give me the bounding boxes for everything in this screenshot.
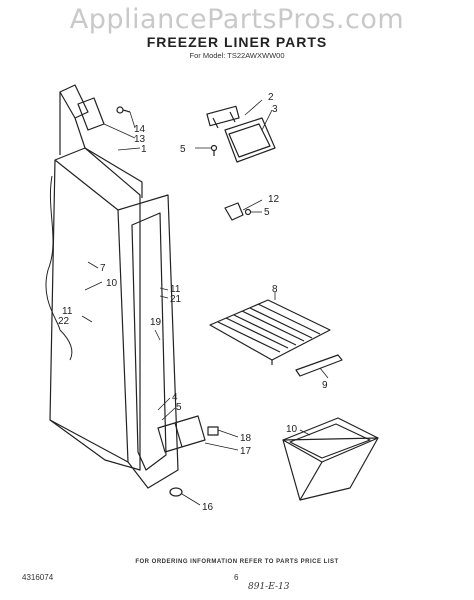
- callout-1: 1: [141, 144, 147, 155]
- callout-5-low: 5: [176, 402, 182, 413]
- callout-12: 10: [106, 278, 118, 289]
- callout-19: 19: [150, 317, 162, 328]
- callout-5-mid: 5: [264, 207, 270, 218]
- callout-7: 7: [100, 263, 106, 274]
- part-plug-16: [169, 487, 183, 497]
- callout-8: 8: [272, 284, 278, 295]
- part-bracket-14: [77, 97, 131, 131]
- part-bracket-13: [224, 202, 252, 221]
- callout-2: 2: [268, 92, 274, 103]
- callout-3: 3: [272, 104, 278, 115]
- diagram-title: FREEZER LINER PARTS: [146, 34, 328, 50]
- part-cover-3: [206, 105, 276, 163]
- part-rail-17: [157, 415, 206, 453]
- document-number: 4316074: [22, 573, 54, 582]
- page-number: 6: [234, 573, 239, 582]
- part-ice-bin-10: [282, 417, 379, 501]
- callout-17: 17: [240, 446, 252, 457]
- leader-lines: [81, 99, 329, 506]
- callout-22: 22: [58, 316, 70, 327]
- part-wire-shelf-8: [209, 299, 331, 365]
- part-fastener-18: [207, 426, 219, 436]
- part-shelf-trim-9: [295, 354, 343, 377]
- watermark-text: AppliancePartsPros.com: [69, 4, 405, 35]
- ordering-footer: FOR ORDERING INFORMATION REFER TO PARTS …: [135, 559, 339, 565]
- callout-4: 4: [172, 392, 178, 403]
- callout-16: 16: [202, 502, 214, 513]
- callout-13: 12: [268, 194, 280, 205]
- callout-9: 9: [322, 380, 328, 391]
- callout-11-left: 11: [62, 306, 73, 317]
- handwritten-note: 891-E-13: [248, 582, 290, 592]
- callout-5-top: 5: [180, 144, 186, 155]
- callout-21: 21: [170, 294, 182, 305]
- callout-14: 13: [134, 134, 146, 145]
- freezer-liner-part: [45, 84, 179, 489]
- callout-18: 18: [240, 433, 252, 444]
- callout-15: 14: [134, 124, 146, 135]
- callout-11: 11: [170, 284, 181, 295]
- callout-10: 10: [286, 424, 298, 435]
- model-label: For Model: TS22AWXWW00: [189, 51, 285, 60]
